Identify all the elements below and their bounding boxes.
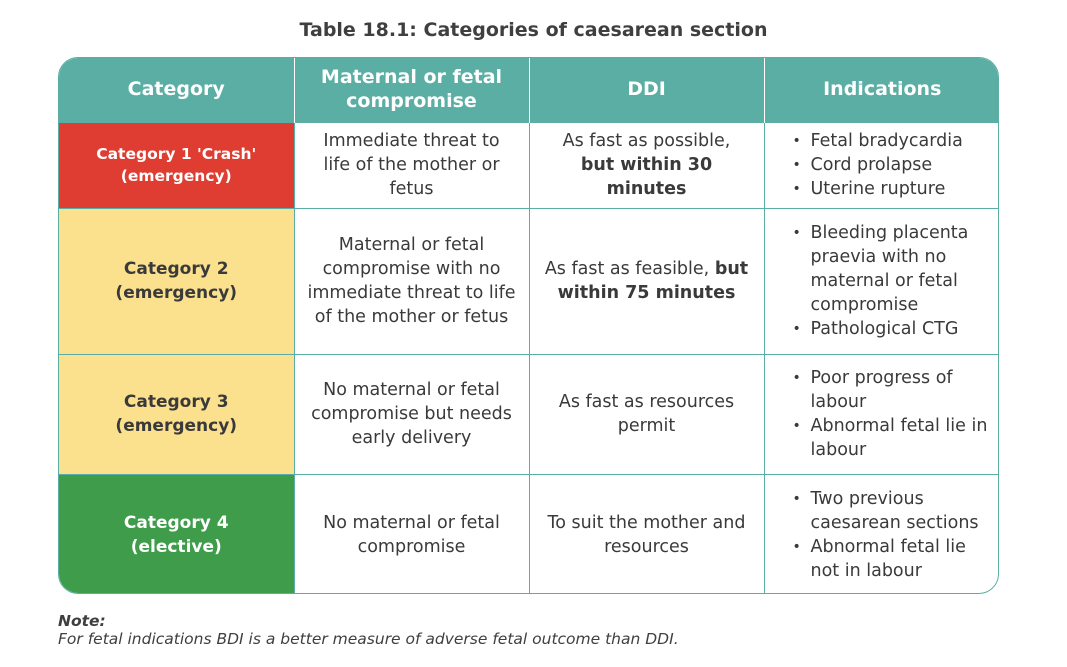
category-name: Category 1 'Crash' [96,145,257,163]
category-cell: Category 2 (emergency) [59,207,294,354]
ddi-cell: As fast as feasible, but within 75 minut… [528,207,764,354]
category-type: (elective) [130,536,222,557]
category-cell: Category 4 (elective) [59,473,294,593]
indications-list: Poor progress of labour Abnormal fetal l… [793,366,993,462]
ddi-text: As fast as resources permit [558,392,735,436]
list-item: Uterine rupture [793,177,993,201]
ddi-text: To suit the mother and resources [547,512,746,557]
ddi-bold-text: but within 30 minutes [580,155,713,199]
ddi-text: As fast as possible, [562,131,731,151]
table-row: Category 3 (emergency) No maternal or fe… [59,353,998,474]
note-label: Note: [58,612,106,630]
compromise-text: No maternal or fetal compromise [323,512,500,557]
indications-list: Fetal bradycardia Cord prolapse Uterine … [793,129,993,201]
compromise-text: No maternal or fetal compromise but need… [311,380,512,448]
table-title: Table 18.1: Categories of caesarean sect… [299,19,768,41]
compromise-cell: Maternal or fetal compromise with no imm… [293,207,529,354]
category-name: Category 3 [123,392,229,412]
indications-cell: Two previous caesarean sections Abnormal… [763,473,998,593]
indications-cell: Fetal bradycardia Cord prolapse Uterine … [763,121,998,208]
compromise-text: Immediate threat to life of the mother o… [323,131,500,199]
list-item: Abnormal fetal lie not in labour [793,535,993,583]
list-item: Cord prolapse [793,153,993,177]
table-row: Category 1 'Crash' (emergency) Immediate… [59,121,998,208]
list-item: Bleeding placenta praevia with no matern… [793,221,993,317]
header-ddi: DDI [528,58,764,122]
compromise-text: Maternal or fetal compromise with no imm… [307,235,516,327]
category-type: (emergency) [115,416,238,436]
compromise-cell: Immediate threat to life of the mother o… [293,121,529,208]
header-compromise: Maternal or fetal compromise [293,58,529,122]
ddi-cell: As fast as resources permit [528,353,764,474]
list-item: Abnormal fetal lie in labour [793,414,993,462]
list-item: Pathological CTG [793,317,993,341]
header-indications: Indications [763,58,998,122]
categories-table: Category Maternal or fetal compromise DD… [58,57,999,594]
list-item: Poor progress of labour [793,366,993,414]
category-name: Category 4 [123,512,229,533]
table-row: Category 2 (emergency) Maternal or fetal… [59,207,998,354]
category-cell: Category 3 (emergency) [59,353,294,474]
ddi-text: As fast as feasible, [544,259,710,279]
indications-list: Bleeding placenta praevia with no matern… [793,221,993,341]
list-item: Two previous caesarean sections [793,487,993,535]
category-type: (emergency) [120,167,232,185]
indications-cell: Bleeding placenta praevia with no matern… [763,207,998,354]
category-type: (emergency) [115,283,238,303]
ddi-cell: To suit the mother and resources [528,473,764,593]
header-category: Category [59,58,294,122]
ddi-cell: As fast as possible, but within 30 minut… [528,121,764,208]
ddi-bold-text: but within 75 minutes [557,259,749,303]
category-name: Category 2 [123,259,229,279]
note-text: For fetal indications BDI is a better me… [58,630,679,648]
indications-list: Two previous caesarean sections Abnormal… [793,487,993,583]
list-item: Fetal bradycardia [793,129,993,153]
table-row: Category 4 (elective) No maternal or fet… [59,473,998,593]
header-row: Category Maternal or fetal compromise DD… [59,58,998,122]
indications-cell: Poor progress of labour Abnormal fetal l… [763,353,998,474]
compromise-cell: No maternal or fetal compromise [293,473,529,593]
category-cell: Category 1 'Crash' (emergency) [59,121,294,208]
compromise-cell: No maternal or fetal compromise but need… [293,353,529,474]
table-note: Note: For fetal indications BDI is a bet… [58,612,679,648]
